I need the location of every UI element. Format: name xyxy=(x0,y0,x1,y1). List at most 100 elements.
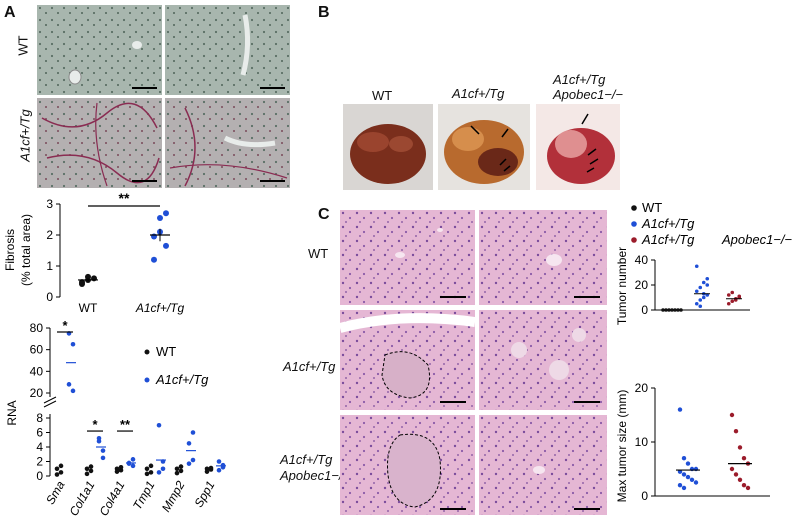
ts-ytick-label-0: 0 xyxy=(641,489,648,503)
fibrosis-ytick-label-3: 3 xyxy=(46,197,53,211)
tn-point-2-0 xyxy=(726,301,731,306)
rna-point-4-1-1 xyxy=(190,457,196,463)
tn-point-1-1 xyxy=(698,298,703,302)
ts-point-0-1 xyxy=(681,456,687,461)
tn-legend-dot-wt xyxy=(631,205,637,211)
rna-point-2-1-3 xyxy=(130,463,136,469)
ts-point-0-6 xyxy=(681,472,687,477)
tn-point-0-6 xyxy=(679,308,683,312)
liver-label-tg2-text: A1cf+/Tg xyxy=(553,72,606,87)
rna-point-1-1-3 xyxy=(100,448,106,453)
rna-axis-break-2 xyxy=(43,400,57,408)
rna-legend-dot-wt xyxy=(144,349,150,355)
rna-point-3-0-0 xyxy=(144,466,150,472)
rna-point-2-1-1 xyxy=(130,457,136,462)
rna-point-5-1-3 xyxy=(220,462,226,468)
rna-point-0-0-2 xyxy=(54,472,60,477)
fibrosis-point-1-1 xyxy=(157,214,163,221)
rna-ytick-label-l-2: 4 xyxy=(36,440,43,454)
rna-point-3-0-1 xyxy=(148,470,154,475)
ts-point-0-2 xyxy=(685,461,691,466)
tn-point-1-5 xyxy=(698,285,703,290)
tn-point-0-4 xyxy=(673,308,677,312)
tn-point-2-7 xyxy=(737,294,742,299)
rna-point-0-0-0 xyxy=(54,466,60,472)
rna-xlabel-3: Tmp1 xyxy=(130,479,157,513)
rna-xlabel-1: Col1a1 xyxy=(66,479,97,519)
liver-photo-tg xyxy=(438,104,530,190)
c-row-label-tg2-text: A1cf+/Tg xyxy=(280,452,333,467)
rna-point-0-1-3 xyxy=(70,388,76,394)
tn-ytick-label-1: 20 xyxy=(635,278,649,292)
rna-point-3-1-0 xyxy=(156,422,162,428)
fibrosis-xlabel-0: WT xyxy=(79,301,98,315)
ts-point-1-2 xyxy=(737,445,743,450)
rna-ytick-label-u-3: 80 xyxy=(30,321,44,335)
tn-legend-dot-tg-apobec xyxy=(631,237,637,243)
he-tg-high xyxy=(479,310,607,410)
liver-photo-tg-apobec xyxy=(536,104,620,190)
rna-ylabel: RNA xyxy=(5,400,19,425)
fibrosis-point-0-3 xyxy=(79,279,85,286)
tn-point-1-11 xyxy=(705,283,710,287)
liver-label-wt: WT xyxy=(372,88,393,103)
rna-point-0-1-2 xyxy=(66,382,72,387)
histology-tg-2 xyxy=(165,98,290,188)
tn-point-1-9 xyxy=(698,304,703,309)
rna-ytick-label-l-0: 0 xyxy=(36,469,43,483)
rna-ytick-label-l-1: 2 xyxy=(36,455,43,469)
rna-legend-dot-tg xyxy=(144,377,150,383)
he-tg-low xyxy=(340,310,475,410)
tn-ylabel: Tumor number xyxy=(615,247,629,325)
rna-sig-label-1: * xyxy=(92,417,98,432)
ts-ytick-label-2: 20 xyxy=(635,381,649,395)
c-row-label-tg-text: A1cf+/Tg xyxy=(283,359,336,374)
rna-point-4-1-3 xyxy=(190,430,196,435)
ts-point-0-9 xyxy=(693,480,699,485)
rna-xlabel-5: Spp1 xyxy=(191,479,217,510)
tn-point-2-4 xyxy=(726,293,731,297)
histology-wt-1 xyxy=(37,5,162,95)
ts-point-0-11 xyxy=(681,485,687,491)
rna-point-1-1-2 xyxy=(96,436,102,441)
fibrosis-ylabel-1: Fibrosis xyxy=(3,229,17,271)
ts-point-0-10 xyxy=(677,483,683,488)
rna-point-4-0-1 xyxy=(178,468,184,474)
ts-point-1-3 xyxy=(741,456,747,461)
rna-point-2-0-3 xyxy=(118,465,124,470)
c-row-label-apobec-text: Apobec1−/− xyxy=(280,468,351,483)
tn-point-1-7 xyxy=(705,276,710,281)
row-label-tg: A1cf+/Tg xyxy=(18,101,33,171)
liver-label-tg-apobec: A1cf+/Tg Apobec1−/− xyxy=(553,72,623,102)
rna-point-4-0-0 xyxy=(174,466,180,472)
rna-legend-wt: WT xyxy=(156,344,176,359)
histology-tg-1 xyxy=(37,98,162,188)
rna-point-0-0-3 xyxy=(58,463,64,469)
ts-point-1-1 xyxy=(733,429,739,434)
rna-point-4-1-2 xyxy=(186,461,192,466)
tn-point-0-1 xyxy=(664,308,668,312)
tn-point-0-5 xyxy=(676,308,680,312)
rna-sig-label-2: ** xyxy=(120,417,131,432)
rna-ytick-label-l-4: 8 xyxy=(36,411,43,425)
rna-point-1-0-0 xyxy=(84,466,90,472)
c-row-label-tg-apobec: A1cf+/Tg Apobec1−/− xyxy=(280,452,350,484)
rna-point-0-0-1 xyxy=(58,470,64,475)
rna-point-1-0-3 xyxy=(88,464,94,469)
tn-ytick-label-0: 0 xyxy=(641,303,648,317)
rna-point-4-1-0 xyxy=(186,441,192,446)
rna-xlabel-2: Col4a1 xyxy=(96,479,127,519)
fibrosis-point-0-4 xyxy=(85,273,91,280)
fibrosis-point-1-5 xyxy=(163,242,169,249)
tn-point-1-6 xyxy=(701,280,706,285)
ts-point-1-9 xyxy=(745,485,751,491)
liver-photo-wt xyxy=(343,104,433,190)
rna-point-1-1-1 xyxy=(100,455,106,461)
tn-legend-tg-apobec: A1cf+/Tg xyxy=(641,232,695,247)
rna-point-4-0-3 xyxy=(178,464,184,469)
rna-point-5-1-0 xyxy=(216,459,222,464)
tn-point-2-1 xyxy=(730,299,735,304)
tn-point-0-3 xyxy=(670,308,674,312)
